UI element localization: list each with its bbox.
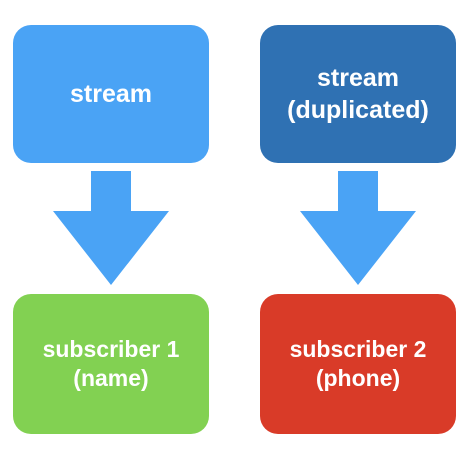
stream-node: stream xyxy=(13,25,209,163)
arrow-right-shape xyxy=(300,171,416,285)
arrow-down-icon xyxy=(53,171,169,285)
arrow-left-shape xyxy=(53,171,169,285)
arrow-down-icon xyxy=(300,171,416,285)
stream-node-label: stream xyxy=(70,80,152,108)
stream-duplicated-node-label-line1: stream xyxy=(317,64,399,92)
subscriber-1-node-label-line1: subscriber 1 xyxy=(42,335,180,362)
subscriber-2-node-label-line1: subscriber 2 xyxy=(289,335,427,362)
stream-duplicated-node: stream (duplicated) xyxy=(260,25,456,163)
subscriber-2-node-label-line2: (phone) xyxy=(315,365,401,391)
stream-duplicated-node-label-line2: (duplicated) xyxy=(287,96,429,124)
subscriber-1-node: subscriber 1 (name) xyxy=(13,294,209,434)
subscriber-1-node-label-line2: (name) xyxy=(73,365,149,391)
subscriber-2-node: subscriber 2 (phone) xyxy=(260,294,456,434)
